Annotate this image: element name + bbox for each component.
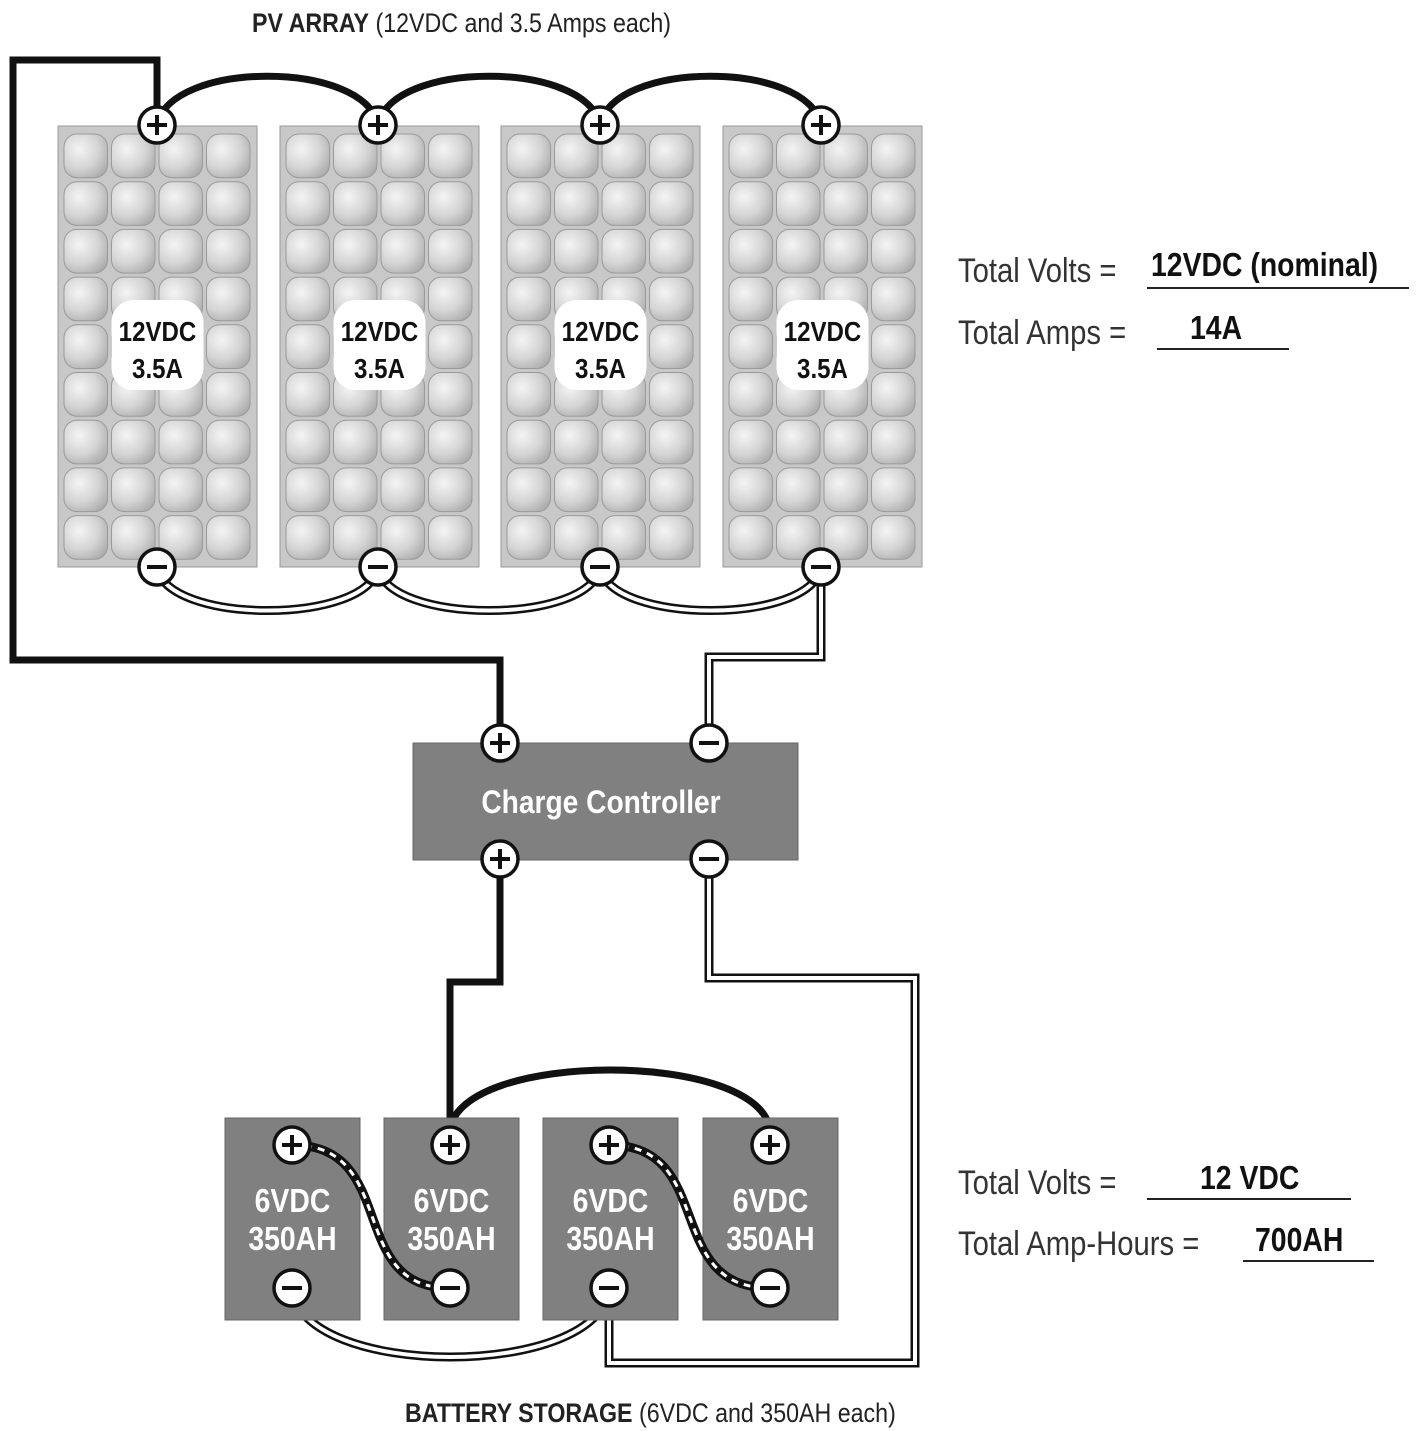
pv-total-volts-value: 12VDC (nominal) <box>1151 246 1379 283</box>
battery-storage-title: BATTERY STORAGE (6VDC and 350AH each) <box>405 1398 896 1429</box>
battery-total-ah-value: 700AH <box>1255 1221 1344 1258</box>
wire-pv-pos-3-4 <box>596 72 825 127</box>
pv-panel-volts: 12VDC <box>341 315 419 347</box>
pv-panel-1: 12VDC 3.5A <box>57 125 258 568</box>
pv-total-volts-label: Total Volts = <box>958 252 1117 290</box>
charge-controller-label: Charge Controller <box>481 785 721 820</box>
plus-terminal-icon <box>580 105 620 145</box>
battery-total-ah-underline <box>1243 1260 1374 1262</box>
wire-pv-pos-2-3 <box>374 72 604 127</box>
pv-total-volts-underline <box>1147 287 1409 289</box>
wire-controller-pos-to-battery <box>446 873 504 1130</box>
pv-panel-2: 12VDC 3.5A <box>279 125 480 568</box>
battery-volts: 6VDC <box>255 1182 331 1220</box>
plus-terminal-icon <box>137 105 177 145</box>
negative-wiring <box>152 565 920 1368</box>
minus-terminal-icon <box>589 1268 629 1308</box>
minus-terminal-icon <box>358 547 398 587</box>
pv-panel-4: 12VDC 3.5A <box>722 125 923 568</box>
plus-terminal-icon <box>480 723 520 763</box>
battery-volts: 6VDC <box>414 1182 490 1220</box>
pv-total-amps-underline <box>1157 348 1289 350</box>
battery-capacity: 350AH <box>566 1220 654 1258</box>
battery-capacity: 350AH <box>407 1220 495 1258</box>
wire-pv-pos-to-controller <box>9 56 504 728</box>
charge-controller: Charge Controller <box>412 742 799 861</box>
pv-array-title-bold: PV ARRAY <box>252 8 370 38</box>
battery-capacity: 350AH <box>248 1220 336 1258</box>
battery-volts: 6VDC <box>573 1182 649 1220</box>
pv-panel-amps: 3.5A <box>354 352 405 384</box>
minus-terminal-icon <box>272 1268 312 1308</box>
pv-panel-amps: 3.5A <box>132 352 183 384</box>
plus-terminal-icon <box>480 839 520 879</box>
pv-panel-amps: 3.5A <box>575 352 626 384</box>
plus-terminal-icon <box>430 1125 470 1165</box>
pv-array-title: PV ARRAY (12VDC and 3.5 Amps each) <box>252 8 671 39</box>
plus-terminal-icon <box>589 1125 629 1165</box>
battery-storage-title-rest: (6VDC and 350AH each) <box>638 1398 896 1428</box>
positive-wiring <box>9 56 825 1131</box>
battery-capacity: 350AH <box>726 1220 814 1258</box>
battery-total-volts-underline <box>1147 1198 1351 1200</box>
pv-panels: 12VDC 3.5A 12VDC 3.5A 12VDC 3.5A 12VDC 3.5A <box>57 125 923 568</box>
battery-total-volts-value: 12 VDC <box>1200 1159 1300 1196</box>
pv-panel-volts: 12VDC <box>562 315 640 347</box>
pv-total-amps-value: 14A <box>1190 309 1243 346</box>
pv-panel-volts: 12VDC <box>119 315 197 347</box>
battery-volts: 6VDC <box>733 1182 809 1220</box>
pv-panel-volts: 12VDC <box>784 315 862 347</box>
pv-array-title-rest: (12VDC and 3.5 Amps each) <box>375 8 672 38</box>
minus-terminal-icon <box>689 723 729 763</box>
pv-panel-amps: 3.5A <box>797 352 848 384</box>
battery-total-ah-label: Total Amp-Hours = <box>958 1225 1200 1263</box>
minus-terminal-icon <box>137 547 177 587</box>
wire-pv-pos-1-2 <box>153 72 382 127</box>
battery-total-volts-label: Total Volts = <box>958 1164 1117 1202</box>
plus-terminal-icon <box>801 105 841 145</box>
minus-terminal-icon <box>750 1268 790 1308</box>
pv-total-amps-label: Total Amps = <box>958 314 1127 352</box>
plus-terminal-icon <box>358 105 398 145</box>
wire-battery-pos-2-4 <box>446 1066 774 1131</box>
battery-series-jumpers <box>291 1140 771 1293</box>
minus-terminal-icon <box>801 547 841 587</box>
terminals <box>137 105 841 1308</box>
minus-terminal-icon <box>430 1268 470 1308</box>
battery-storage-title-bold: BATTERY STORAGE <box>405 1398 633 1428</box>
minus-terminal-icon <box>580 547 620 587</box>
pv-panel-3: 12VDC 3.5A <box>500 125 701 568</box>
plus-terminal-icon <box>750 1125 790 1165</box>
minus-terminal-icon <box>689 839 729 879</box>
plus-terminal-icon <box>272 1125 312 1165</box>
